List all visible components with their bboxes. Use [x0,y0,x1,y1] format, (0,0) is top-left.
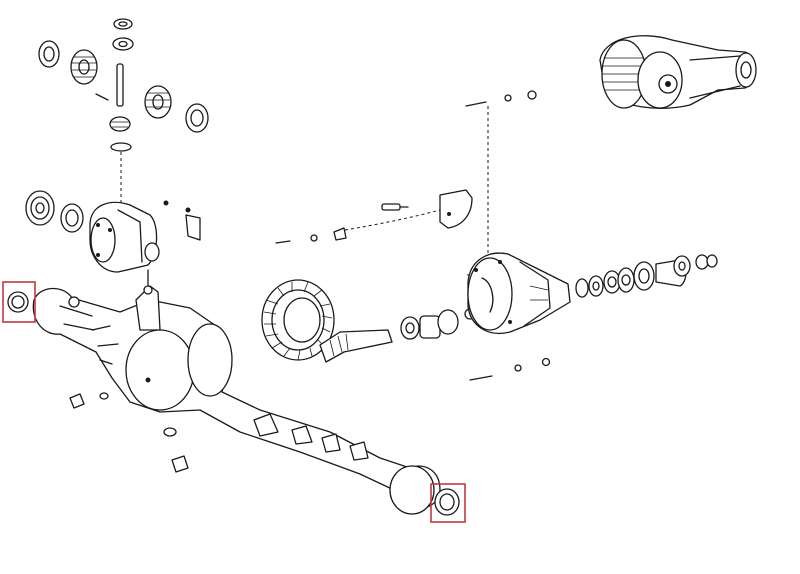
rear-axle-housing [32,269,441,515]
left-axle-seal [7,291,29,313]
carrier-case [89,201,160,273]
drain-bolts [69,392,189,473]
side-gear-right [144,85,209,133]
highlight-right-axle-seal[interactable] [430,483,466,523]
ring-gear [261,279,335,361]
thrust-washer-left [38,40,60,68]
lower-fasteners [469,357,551,381]
right-axle-seal [434,488,460,516]
carrier-shim [60,203,84,233]
differential-carrier [25,190,201,273]
spider-gear-cluster [38,18,209,205]
axle-center-housing [467,252,571,334]
side-gear-left [70,49,98,85]
pinion-shaft [319,329,393,363]
upper-fasteners [465,90,537,276]
pinion-stack-right [575,254,718,298]
lock-plate [163,200,201,241]
pinion-bearings [400,308,476,340]
bearing-cap [275,189,473,244]
highlight-left-axle-seal[interactable] [2,281,36,323]
cross-pin [95,63,124,107]
carrier-bearing-left [25,190,55,226]
pinion-gear-bottom [109,116,132,152]
small-washer-top [112,18,134,51]
differential-assembly-complete [599,35,757,109]
